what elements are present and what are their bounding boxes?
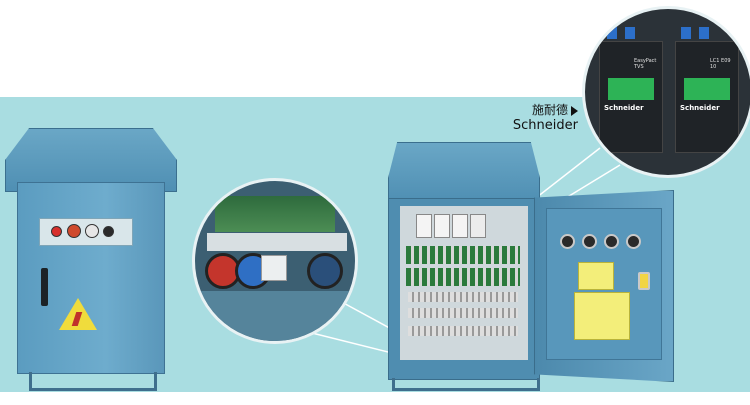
terminal-block — [408, 292, 518, 302]
brand-label: 施耐德 Schneider — [508, 103, 578, 134]
cabinet-rain-hood — [5, 128, 177, 192]
terminal-strip — [207, 233, 347, 251]
cabinet-stand — [392, 378, 540, 391]
contactor-green-face — [684, 78, 730, 100]
instruction-sticker — [574, 292, 630, 340]
stop-button — [67, 224, 81, 238]
door-switch — [582, 234, 597, 249]
contactor-module: LC1 E09 10 Schneider — [675, 41, 739, 153]
circuit-board — [215, 196, 335, 232]
circuit-breaker — [452, 214, 468, 238]
terminal-block — [408, 326, 518, 336]
contactor-module: EasyPact TVS Schneider — [599, 41, 663, 153]
terminal-block — [408, 308, 518, 318]
contactor-green-face — [608, 78, 654, 100]
closed-control-cabinet — [5, 128, 177, 391]
door-switch — [626, 234, 641, 249]
door-latch — [638, 272, 650, 290]
industrial-socket-icon — [307, 253, 343, 289]
contactor-row — [406, 246, 520, 264]
panel-lower-section — [195, 291, 355, 341]
open-control-cabinet — [382, 142, 682, 391]
cabinet-body — [17, 182, 165, 374]
contactor-detail-magnifier: EasyPact TVS Schneider LC1 E09 10 Schnei… — [582, 6, 750, 178]
brand-name-cn: 施耐德 — [531, 103, 568, 117]
door-handle — [41, 268, 48, 306]
circuit-breaker — [416, 214, 432, 238]
door-switch — [604, 234, 619, 249]
cabinet-rain-hood — [388, 142, 540, 202]
triangle-pointer-icon — [571, 105, 578, 116]
terminal-cap — [625, 27, 635, 39]
contactor-model: EasyPact TVS — [634, 58, 657, 70]
wiring-diagram-sticker — [578, 262, 614, 290]
terminal-cap — [681, 27, 691, 39]
socket-detail-magnifier — [192, 178, 358, 344]
power-outlet — [261, 255, 287, 281]
selector-switch — [103, 226, 114, 237]
floor-strip — [0, 392, 750, 405]
terminal-cap — [699, 27, 709, 39]
circuit-breaker — [470, 214, 486, 238]
contactor-model: LC1 E09 10 — [710, 58, 731, 70]
brand-name-en: Schneider — [512, 118, 578, 133]
cabinet-stand — [29, 372, 157, 391]
contactor-row — [406, 268, 520, 286]
start-button — [85, 224, 99, 238]
red-indicator-light — [51, 226, 62, 237]
contactor-brand: Schneider — [604, 104, 644, 112]
circuit-breaker — [434, 214, 450, 238]
terminal-cap — [607, 27, 617, 39]
contactor-brand: Schneider — [680, 104, 720, 112]
door-switch — [560, 234, 575, 249]
